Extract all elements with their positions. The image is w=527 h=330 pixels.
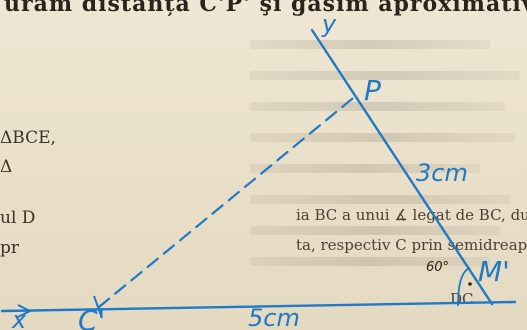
label-m: M': [478, 255, 510, 288]
label-angle: 60°: [426, 260, 449, 275]
angle-dot: [468, 282, 472, 286]
label-p: P: [364, 74, 381, 107]
left-text-fragment: Δ: [0, 157, 13, 177]
left-text-fragment: ΔBCE,: [0, 128, 56, 148]
angle-arc: [457, 267, 471, 307]
base-ray-arrow: [17, 304, 33, 318]
base-ray-line: [0, 300, 517, 313]
right-text-fragment: ia BC a unui ∡ legat de BC, du: [296, 206, 527, 224]
label-side-length: 3cm: [416, 159, 468, 187]
right-text-fragment: ta, respectiv C prin semidreapta per: [296, 236, 527, 254]
tick-mark-c: [93, 295, 103, 319]
side-ray-line: [310, 28, 494, 306]
body-text-top-line: urăm distanța C'P' şi găsim aproximativ: [4, 0, 527, 17]
left-text-fragment: pr: [0, 238, 20, 258]
dashed-segment-cp: [97, 92, 360, 309]
left-text-fragment: ul D: [0, 208, 36, 228]
label-y: y: [321, 10, 337, 38]
label-base-length: 5cm: [248, 304, 300, 330]
label-c: C': [78, 304, 105, 330]
label-x: x: [11, 306, 27, 330]
